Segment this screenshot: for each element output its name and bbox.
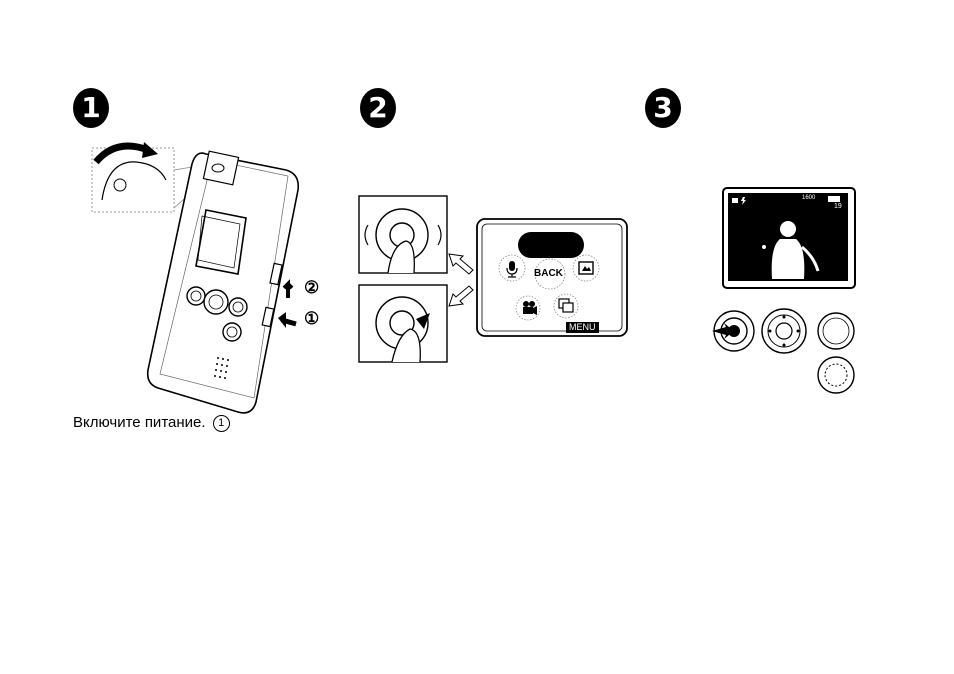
battery-icon <box>828 196 842 202</box>
arrow-label-slide: ② <box>304 278 319 298</box>
screen-readout: 1600 <box>802 195 815 201</box>
subject-photo <box>754 217 824 279</box>
flash-icon <box>732 197 752 205</box>
microphone-icon[interactable] <box>505 260 519 278</box>
device-power-illustration <box>88 140 328 415</box>
step1-caption: Включите питание. 1 <box>73 414 230 432</box>
photo-mode-icon[interactable] <box>578 261 594 275</box>
step-number-1: 1 <box>73 88 109 128</box>
joystick-press-illustration <box>358 195 450 363</box>
camera-screen: 1600 19 <box>722 187 856 289</box>
arrow-to-menu-icon <box>447 248 477 318</box>
camera-controls-illustration <box>712 305 862 395</box>
slideshow-icon[interactable] <box>558 298 574 314</box>
back-button[interactable]: BACK <box>534 268 563 279</box>
step-number-3: 3 <box>645 88 681 128</box>
movie-camera-icon[interactable] <box>520 300 538 316</box>
arrow-label-press: ① <box>304 309 319 329</box>
step-number-2: 2 <box>360 88 396 128</box>
shot-count: 19 <box>834 203 842 210</box>
caption-marker: 1 <box>213 415 230 432</box>
menu-tab[interactable]: MENU <box>566 322 599 333</box>
caption-text: Включите питание. <box>73 414 206 431</box>
